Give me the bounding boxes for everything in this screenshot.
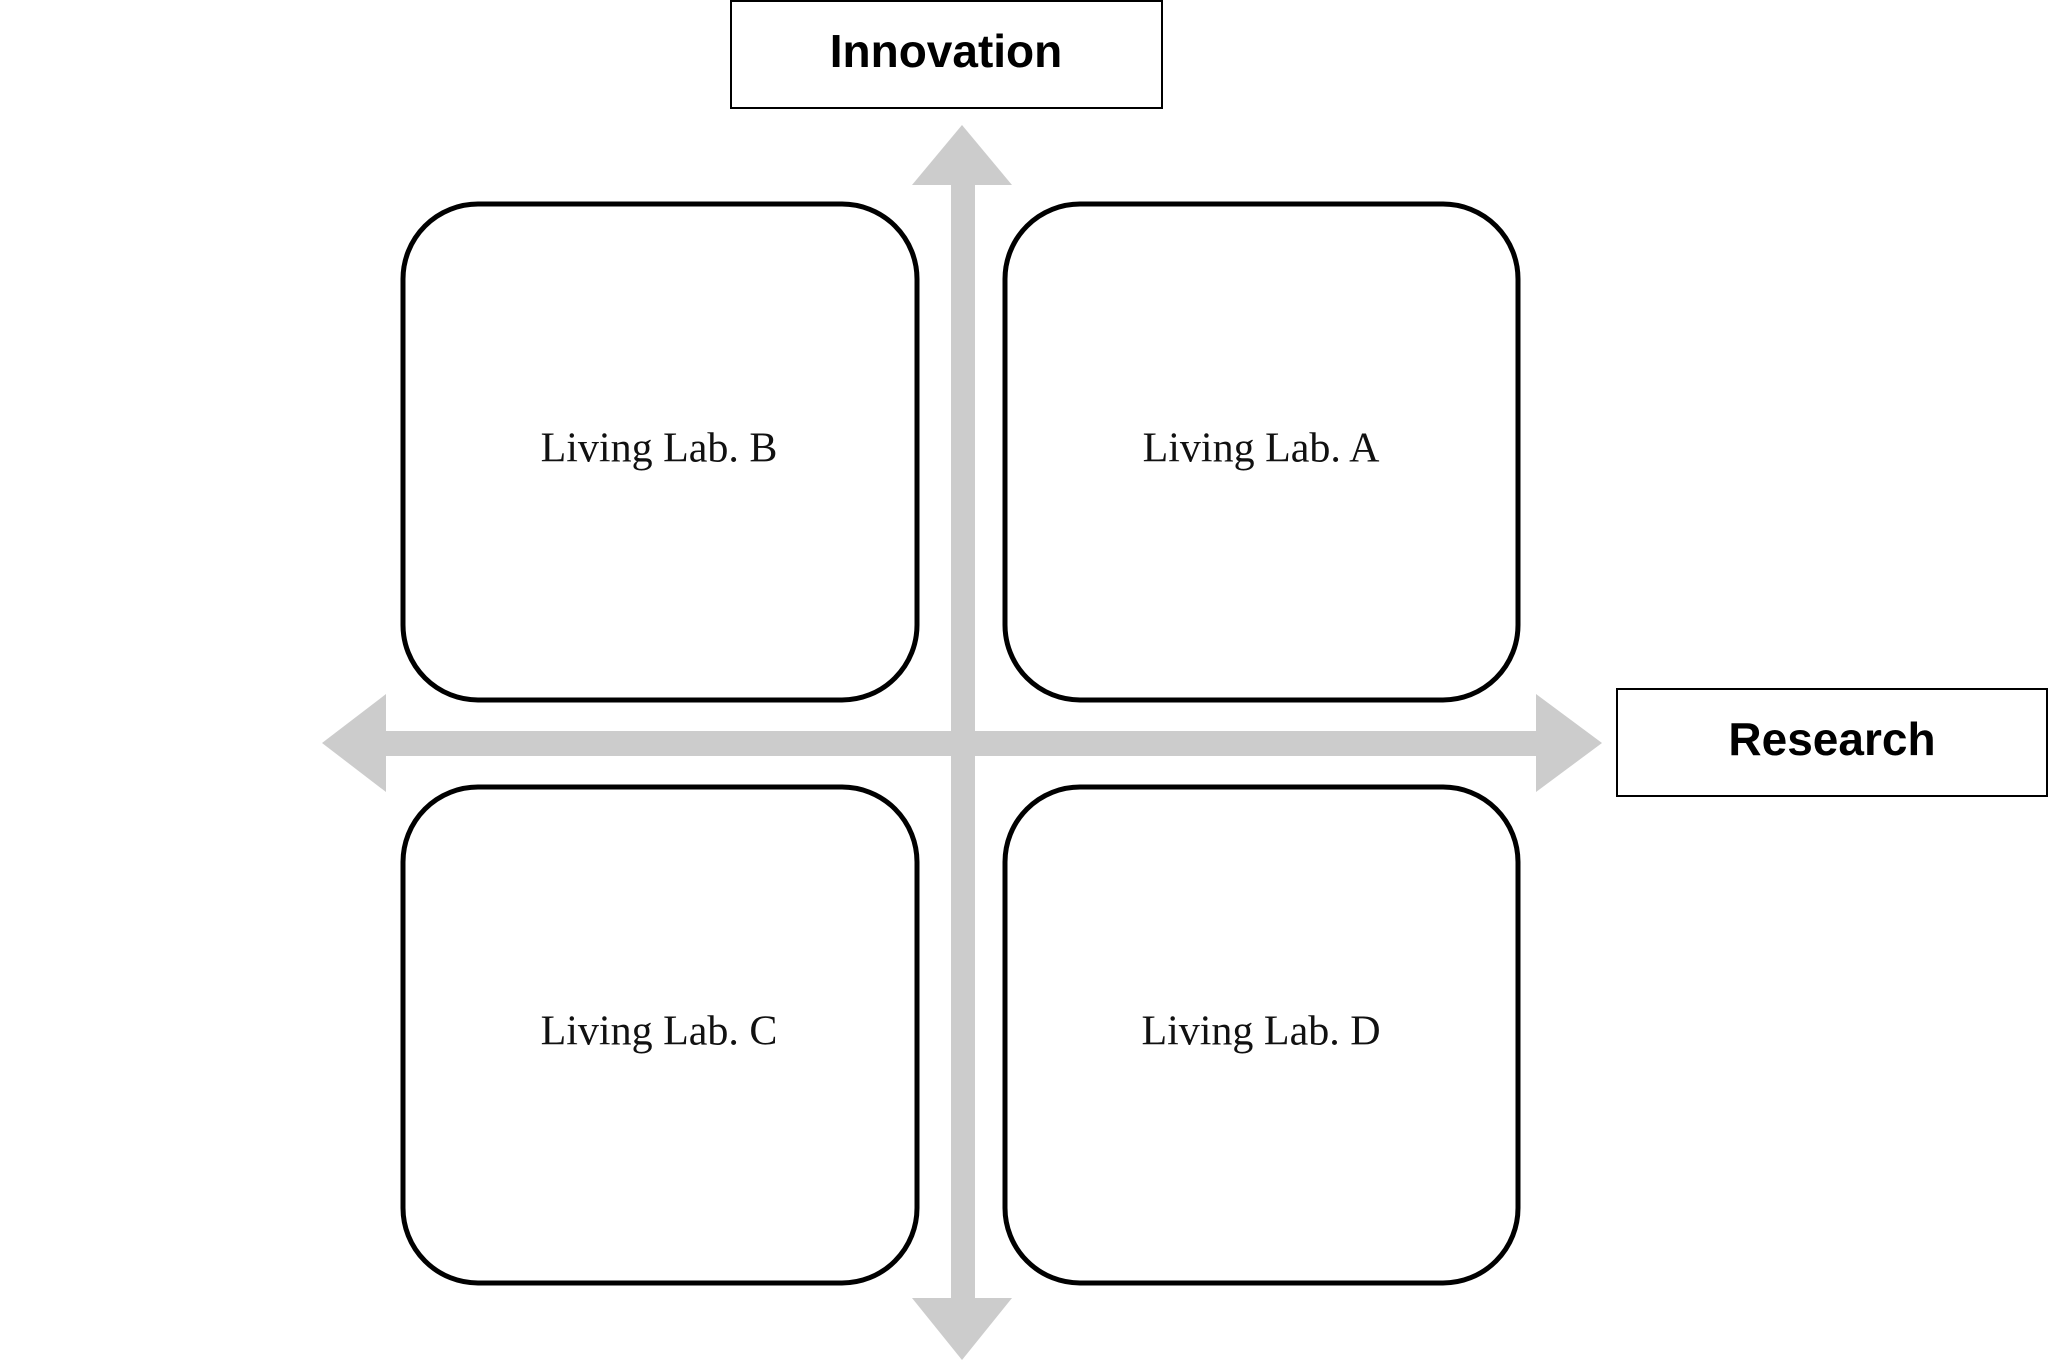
quadrant-label-living-lab-d: Living Lab. D xyxy=(1141,1009,1380,1055)
quadrant-bottom-left: Living Lab. C xyxy=(400,784,920,1286)
up-arrow-icon xyxy=(912,125,1012,185)
quadrant-label-living-lab-a: Living Lab. A xyxy=(1143,426,1380,472)
research-label-box: Research xyxy=(1616,688,2048,797)
right-arrow-icon xyxy=(1536,694,1602,792)
quadrant-bottom-right: Living Lab. D xyxy=(1002,784,1521,1286)
research-label: Research xyxy=(1728,713,1935,765)
quadrant-top-right: Living Lab. A xyxy=(1002,201,1521,703)
innovation-label: Innovation xyxy=(830,25,1063,77)
axes xyxy=(322,125,1602,1360)
horizontal-axis-shaft xyxy=(382,731,1538,756)
left-arrow-icon xyxy=(322,694,386,792)
quadrant-label-living-lab-b: Living Lab. B xyxy=(541,426,778,472)
quadrant-top-left: Living Lab. B xyxy=(400,201,920,703)
down-arrow-icon xyxy=(912,1298,1012,1360)
quadrant-label-living-lab-c: Living Lab. C xyxy=(541,1009,778,1055)
innovation-label-box: Innovation xyxy=(730,0,1163,109)
